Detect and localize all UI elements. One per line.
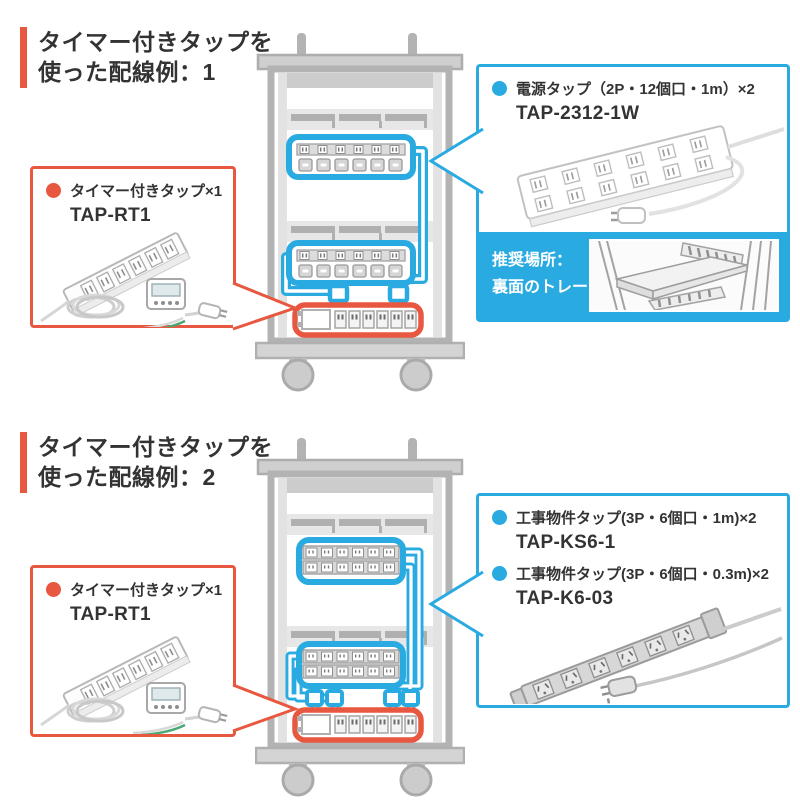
product-model: TAP-RT1: [70, 204, 151, 226]
plug-2p-icon: [611, 207, 646, 224]
product-model: TAP-K6-03: [516, 587, 614, 609]
recommended-location-band: 推奨場所： 裏面のトレー: [479, 232, 787, 319]
cart-handles: [297, 438, 417, 462]
section-1-heading: タイマー付きタップを 使った配線例：1: [20, 27, 273, 88]
product-label: 電源タップ（2P・12個口・1m）×2: [516, 81, 755, 98]
callout-pointer-icon: [428, 127, 484, 195]
power-strip-middle: [286, 240, 416, 286]
cart-base-and-casters: [255, 746, 465, 797]
callout-pointer-icon: [428, 570, 484, 638]
rack-cart-diagram-1: [255, 33, 465, 392]
power-tap-callout-2: 工事物件タップ(3P・6個口・1m)×2 TAP-KS6-1 工事物件タップ(3…: [428, 493, 790, 708]
cart-handles: [297, 33, 417, 57]
callout-pointer-icon: [232, 281, 300, 331]
timer-controller-icon: [146, 278, 186, 310]
rack-cart-diagram-2: [255, 438, 465, 797]
product-item: タイマー付きタップ×1: [33, 568, 233, 601]
power-strip-top: [296, 537, 406, 585]
timer-strip: [292, 302, 424, 338]
product-item: 工事物件タップ(3P・6個口・1m)×2: [479, 496, 787, 529]
section-2-heading: タイマー付きタップを 使った配線例：2: [20, 432, 273, 493]
plug-3p-icon: [600, 675, 638, 704]
timer-controller-icon: [146, 682, 186, 714]
product-label: 工事物件タップ(3P・6個口・0.3m)×2: [516, 565, 769, 583]
cart-base-and-casters: [255, 341, 465, 392]
bullet-icon: [492, 565, 507, 581]
timer-strip: [292, 707, 424, 743]
tap-rt1-illustration: [40, 232, 228, 327]
product-model: TAP-KS6-1: [516, 531, 616, 553]
product-label: タイマー付きタップ×1: [70, 582, 223, 599]
product-label: 工事物件タップ(3P・6個口・1m)×2: [516, 510, 757, 527]
product-item: タイマー付きタップ×1: [33, 169, 233, 202]
tray-location-illustration: [589, 239, 779, 312]
tap-k6-illustration: [509, 607, 783, 704]
product-model: TAP-RT1: [70, 603, 151, 625]
tap-rt1-illustration: [40, 636, 228, 734]
product-item: 工事物件タップ(3P・6個口・0.3m)×2: [479, 554, 787, 585]
power-strip-top: [286, 134, 416, 180]
product-model: TAP-2312-1W: [516, 102, 640, 124]
bullet-icon: [492, 81, 507, 96]
power-strip-middle: [296, 641, 406, 689]
product-item: 電源タップ（2P・12個口・1m）×2: [479, 67, 787, 100]
heading-line-2: 使った配線例：2: [38, 464, 216, 491]
timer-tap-callout-1: タイマー付きタップ×1 TAP-RT1: [30, 166, 300, 331]
bullet-icon: [492, 510, 507, 525]
tap-2312-illustration: [516, 125, 785, 228]
power-tap-callout-1: 電源タップ（2P・12個口・1m）×2 TAP-2312-1W: [428, 64, 790, 322]
recommended-location-note: 推奨場所： 裏面のトレー: [492, 247, 588, 301]
note-line-1: 推奨場所：: [492, 252, 573, 269]
heading-line-2: 使った配線例：1: [38, 59, 216, 86]
bullet-icon: [46, 183, 61, 198]
product-label: タイマー付きタップ×1: [70, 183, 223, 200]
timer-tap-callout-2: タイマー付きタップ×1 TAP-RT1: [30, 565, 300, 737]
plug-2p-icon: [197, 302, 228, 320]
note-line-2: 裏面のトレー: [492, 279, 589, 297]
heading-line-1: タイマー付きタップを: [38, 29, 273, 55]
plug-2p-icon: [197, 706, 228, 724]
bullet-icon: [46, 582, 61, 597]
callout-pointer-icon: [232, 683, 300, 733]
heading-line-1: タイマー付きタップを: [38, 434, 273, 460]
